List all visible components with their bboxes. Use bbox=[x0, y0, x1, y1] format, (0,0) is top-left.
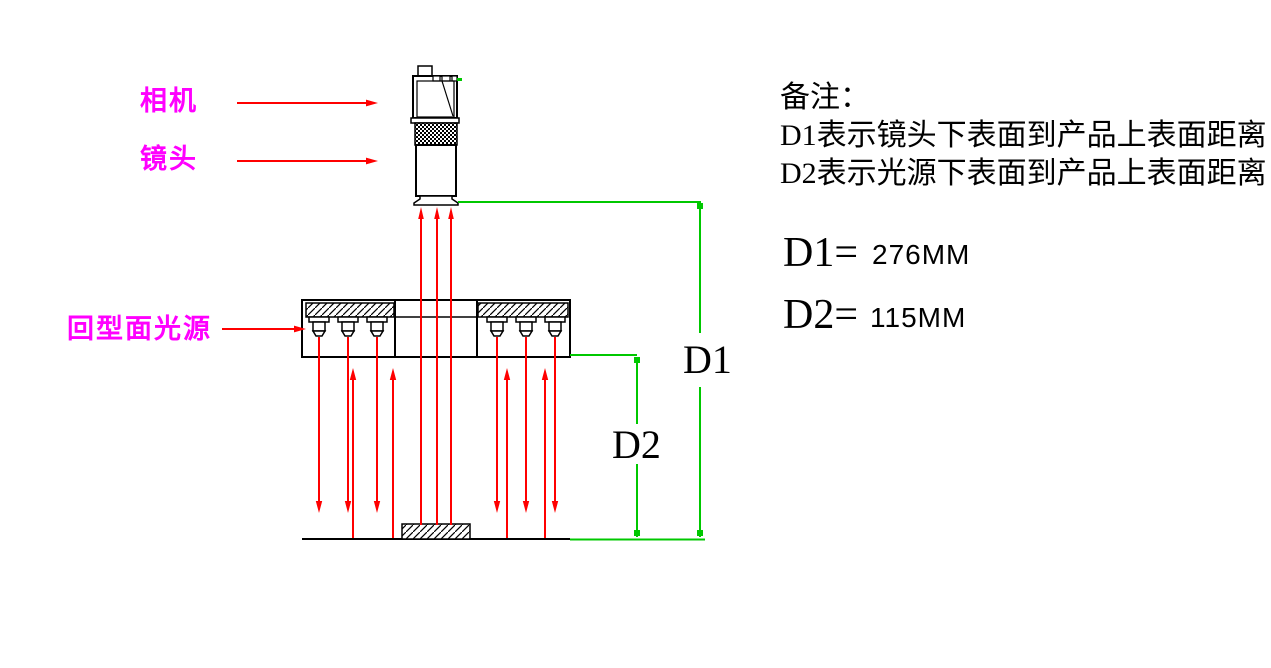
product-block bbox=[401, 523, 471, 540]
imaging-ray-up bbox=[434, 207, 440, 525]
d2-value-name: D2= bbox=[783, 292, 858, 338]
notes-line-2: D2表示光源下表面到产品上表面距离 bbox=[780, 157, 1267, 190]
camera-body bbox=[412, 75, 458, 119]
led-ray-down bbox=[344, 337, 352, 513]
led-ray-down bbox=[551, 337, 559, 513]
d1-marker-bottom bbox=[697, 530, 703, 536]
light-source-label: 回型面光源 bbox=[67, 314, 212, 344]
d2-marker-bottom bbox=[634, 530, 640, 536]
led-ray-down bbox=[315, 337, 323, 513]
reflected-ray-up bbox=[503, 368, 511, 538]
light-source-leader-arrow bbox=[222, 325, 306, 333]
lens-label: 镜头 bbox=[140, 144, 198, 174]
right-hatch-strip bbox=[477, 302, 569, 318]
left-hatch-strip bbox=[305, 302, 395, 318]
lens-leader-arrow bbox=[237, 157, 378, 165]
light-rays bbox=[315, 207, 559, 538]
d1-value-name: D1= bbox=[783, 230, 858, 276]
notes-title: 备注： bbox=[780, 81, 870, 114]
lens-mount-ring bbox=[414, 122, 458, 146]
led-emitter bbox=[544, 316, 566, 337]
notes-line-1: D1表示镜头下表面到产品上表面距离 bbox=[780, 119, 1267, 152]
led-emitter bbox=[515, 316, 537, 337]
camera-label: 相机 bbox=[140, 86, 198, 116]
led-ray-down bbox=[493, 337, 501, 513]
dimension-lines: D1 D2 bbox=[458, 201, 732, 541]
led-emitter bbox=[486, 316, 508, 337]
camera-body-inner bbox=[416, 80, 455, 118]
notes-block: 备注： D1表示镜头下表面到产品上表面距离 D2表示光源下表面到产品上表面距离 bbox=[780, 81, 1267, 190]
lens-barrel bbox=[415, 144, 457, 197]
camera-top-block bbox=[441, 75, 451, 82]
d2-dimension-label: D2 bbox=[612, 422, 661, 467]
d1-dimension-label: D1 bbox=[683, 337, 732, 382]
led-ray-down bbox=[522, 337, 530, 513]
camera-assembly bbox=[410, 65, 462, 206]
dimension-anchor-dot bbox=[457, 78, 462, 81]
imaging-ray-up bbox=[448, 207, 454, 525]
led-emitter bbox=[366, 316, 388, 337]
camera-connector bbox=[417, 65, 433, 77]
reflected-ray-up bbox=[541, 368, 549, 538]
callouts: 相机 镜头 回型面光源 bbox=[67, 86, 378, 344]
lens-foot bbox=[413, 195, 459, 206]
camera-body-diagonal bbox=[441, 80, 454, 117]
led-emitter bbox=[308, 316, 330, 337]
reflected-ray-up bbox=[349, 368, 357, 538]
reflected-ray-up bbox=[389, 368, 397, 538]
measurement-values: D1= 276MM D2= 115MM bbox=[783, 230, 970, 338]
led-emitter bbox=[337, 316, 359, 337]
camera-top-block bbox=[451, 75, 458, 82]
d2-value-number: 115MM bbox=[870, 302, 966, 333]
imaging-ray-up bbox=[418, 207, 424, 525]
camera-leader-arrow bbox=[237, 99, 378, 107]
led-ray-down bbox=[373, 337, 381, 513]
base-surface bbox=[302, 523, 570, 540]
d1-value-number: 276MM bbox=[872, 239, 970, 270]
camera-top-block bbox=[432, 75, 441, 82]
